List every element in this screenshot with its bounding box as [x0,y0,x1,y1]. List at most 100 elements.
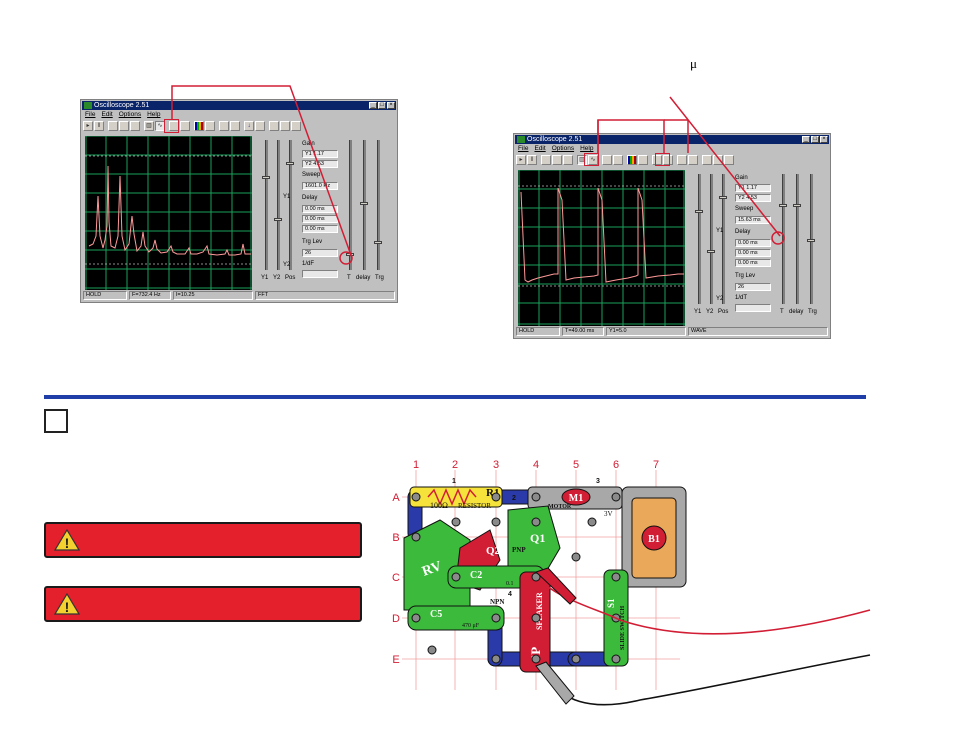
delay-slider-knob[interactable] [360,202,368,205]
delay-field-1[interactable]: 0.00 ms [302,205,338,213]
battery-b1[interactable]: B1 3V [604,486,687,588]
y1-gain-field[interactable]: Y1 1.17 [735,184,771,192]
wave-mode-icon[interactable]: ∿ [588,155,598,165]
trigger-icon[interactable] [677,155,687,165]
info-icon[interactable] [280,121,290,131]
y2-slider-track[interactable] [277,140,280,270]
trigger-icon[interactable]: ↓ [244,121,254,131]
y1-slider-knob[interactable] [262,176,270,179]
status-intensity: I=10.25 [173,291,253,300]
maximize-button[interactable]: □ [378,102,386,109]
print-icon[interactable] [702,155,712,165]
grid-icon[interactable] [638,155,648,165]
delay-field-3[interactable]: 0.00 ms [735,259,771,267]
y2-slider-track[interactable] [710,174,713,304]
play-icon[interactable]: ▸ [83,121,93,131]
menu-file[interactable]: File [518,145,529,152]
pos-slider-knob[interactable] [286,162,294,165]
c2-value: 0.1 [506,581,514,587]
play-icon[interactable]: ▸ [516,155,526,165]
delay-slider-track[interactable] [363,140,366,270]
zoom-out-icon[interactable] [180,121,190,131]
color-bars-icon[interactable] [627,155,637,165]
close-button[interactable]: × [820,136,828,143]
resistor-r1[interactable]: R1 100Ω RESISTOR [409,486,503,510]
menu-options[interactable]: Options [118,111,142,118]
menu-help[interactable]: Help [580,145,594,152]
slider-label-trg: Trg [375,275,384,281]
y1-slider-track[interactable] [698,174,701,304]
measure-icon[interactable] [230,121,240,131]
cursor-icon[interactable] [219,121,229,131]
minimize-button[interactable]: _ [369,102,377,109]
info-icon[interactable] [713,155,723,165]
m1-name: MOTOR [548,504,572,510]
trg-lev-field[interactable]: 26 [735,283,771,291]
y2-slider-knob[interactable] [274,218,282,221]
pause-icon[interactable]: ‖ [527,155,537,165]
help-icon[interactable] [724,155,734,165]
oscilloscope-window-wave: Oscilloscope 2.51 _ □ × File Edit Option… [513,133,831,339]
dt-field[interactable] [302,270,338,278]
pause-icon[interactable]: ‖ [94,121,104,131]
menu-help[interactable]: Help [147,111,161,118]
minimize-button[interactable]: _ [802,136,810,143]
open-icon[interactable] [108,121,118,131]
dt-label: 1/dT [735,295,748,301]
zoom-in-icon[interactable] [602,155,612,165]
zoom-out-icon[interactable] [613,155,623,165]
menu-edit[interactable]: Edit [534,145,546,152]
trg-lev-field[interactable]: 26 [302,249,338,257]
maximize-button[interactable]: □ [811,136,819,143]
menu-file[interactable]: File [85,111,96,118]
menu-options[interactable]: Options [551,145,575,152]
fft-mode-icon[interactable]: ▥ [577,155,587,165]
black-alligator-clip[interactable] [535,661,575,705]
trg-slider-knob[interactable] [374,241,382,244]
motor-m1[interactable]: M1 MOTOR [527,486,623,510]
settings-icon[interactable] [255,121,265,131]
warning-banner-1: ! [44,522,362,558]
copy-icon[interactable] [130,121,140,131]
fft-mode-icon[interactable]: ▥ [144,121,154,131]
y2-slider-knob[interactable] [707,250,715,253]
menu-edit[interactable]: Edit [101,111,113,118]
delay-field-3[interactable]: 0.00 ms [302,225,338,233]
print-icon[interactable] [269,121,279,131]
help-icon[interactable] [291,121,301,131]
save-icon[interactable] [552,155,562,165]
close-button[interactable]: × [387,102,395,109]
red-alligator-clip[interactable] [535,567,577,605]
t-slider-knob[interactable] [779,204,787,207]
trg-slider-knob[interactable] [807,239,815,242]
window-titlebar[interactable]: Oscilloscope 2.51 _ □ × [515,135,829,144]
color-bars-icon[interactable] [194,121,204,131]
save-icon[interactable] [119,121,129,131]
trg-slider-track[interactable] [377,140,380,270]
t-slider-track[interactable] [349,140,352,270]
settings-icon[interactable] [688,155,698,165]
pos-slider-track[interactable] [722,174,725,304]
delay-slider-track[interactable] [796,174,799,304]
y1-slider-knob[interactable] [695,210,703,213]
y1-slider-track[interactable] [265,140,268,270]
delay-field-2[interactable]: 0.00 ms [735,249,771,257]
measure-icon[interactable] [663,155,673,165]
cursor-icon[interactable] [652,155,662,165]
delay-field-1[interactable]: 0.00 ms [735,239,771,247]
scope-display[interactable] [518,169,685,326]
rv-label: RV [420,559,444,580]
window-titlebar[interactable]: Oscilloscope 2.51 _ □ × [82,101,396,110]
pos-slider-track[interactable] [289,140,292,270]
dt-field[interactable] [735,304,771,312]
sweep-field[interactable]: 15.63 ms [735,216,771,224]
copy-icon[interactable] [563,155,573,165]
delay-slider-knob[interactable] [793,204,801,207]
open-icon[interactable] [541,155,551,165]
pos-slider-knob[interactable] [719,196,727,199]
sweep-field[interactable]: 1601.0 Hz [302,182,338,190]
grid-icon[interactable] [205,121,215,131]
control-panel: Y1 Y2 Gain Y1 1.17 Y2 4.53 Sweep 1601.0 … [253,136,396,294]
scope-display[interactable] [85,135,252,290]
mu-symbol: μ [690,56,697,71]
